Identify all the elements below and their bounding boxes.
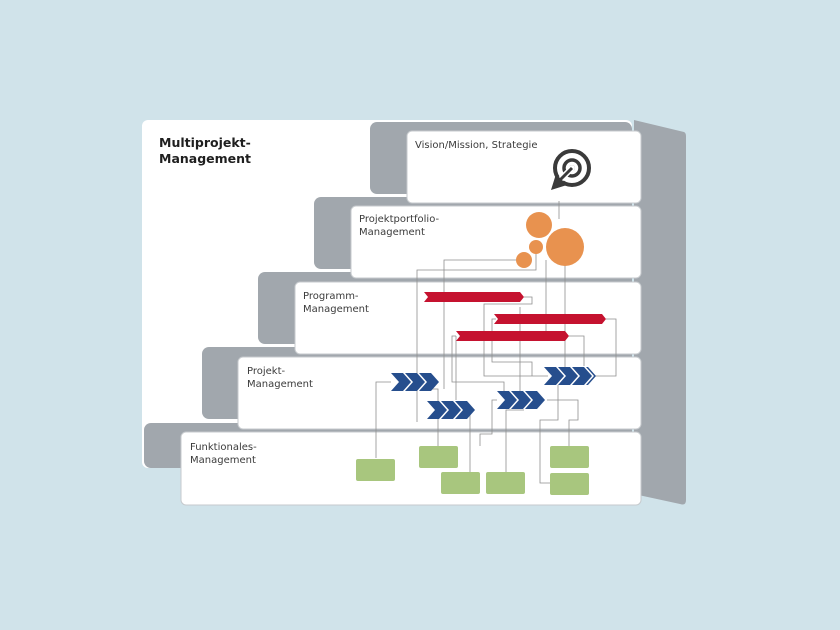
layer-box-projekt [237, 356, 642, 430]
project-chevron [455, 401, 475, 419]
program-bar [424, 292, 524, 302]
side-wall [634, 120, 686, 505]
layer-label-portfolio: Projektportfolio- Management [359, 214, 440, 238]
layer-label-projekt: Projekt- Management [247, 366, 313, 390]
portfolio-circle [526, 212, 552, 238]
layer-label-programm: Programm- Management [303, 291, 369, 315]
portfolio-circle [529, 240, 543, 254]
layer-label-funktional: Funktionales- Management [190, 442, 257, 466]
project-chevron [525, 391, 545, 409]
project-chevron [558, 367, 578, 385]
project-chevron [544, 367, 564, 385]
functional-box [486, 472, 525, 494]
functional-boxes [356, 446, 589, 495]
portfolio-circle [516, 252, 532, 268]
project-chevron [405, 373, 425, 391]
program-bar [494, 314, 606, 324]
functional-box [419, 446, 458, 468]
layer-box-vision [406, 130, 642, 204]
functional-box [441, 472, 480, 494]
project-chevron [441, 401, 461, 419]
layer-box-funktional [180, 431, 642, 506]
portfolio-circles [516, 212, 584, 268]
project-chevron [572, 367, 592, 385]
project-chevrons [391, 367, 596, 419]
project-chevron [497, 391, 517, 409]
program-bars [424, 292, 606, 341]
project-chevron [427, 401, 447, 419]
connector-lines [375, 201, 617, 484]
project-chevron [391, 373, 411, 391]
program-bar [456, 331, 569, 341]
layer-label-vision: Vision/Mission, Strategie [415, 140, 538, 151]
target-arrow-icon [551, 149, 591, 190]
functional-box [550, 446, 589, 468]
project-chevron [511, 391, 531, 409]
portfolio-circle [546, 228, 584, 266]
functional-box [356, 459, 395, 481]
project-chevron [586, 367, 596, 385]
project-chevron [419, 373, 439, 391]
diagram-title: Multiprojekt- Management [159, 135, 252, 166]
functional-box [550, 473, 589, 495]
